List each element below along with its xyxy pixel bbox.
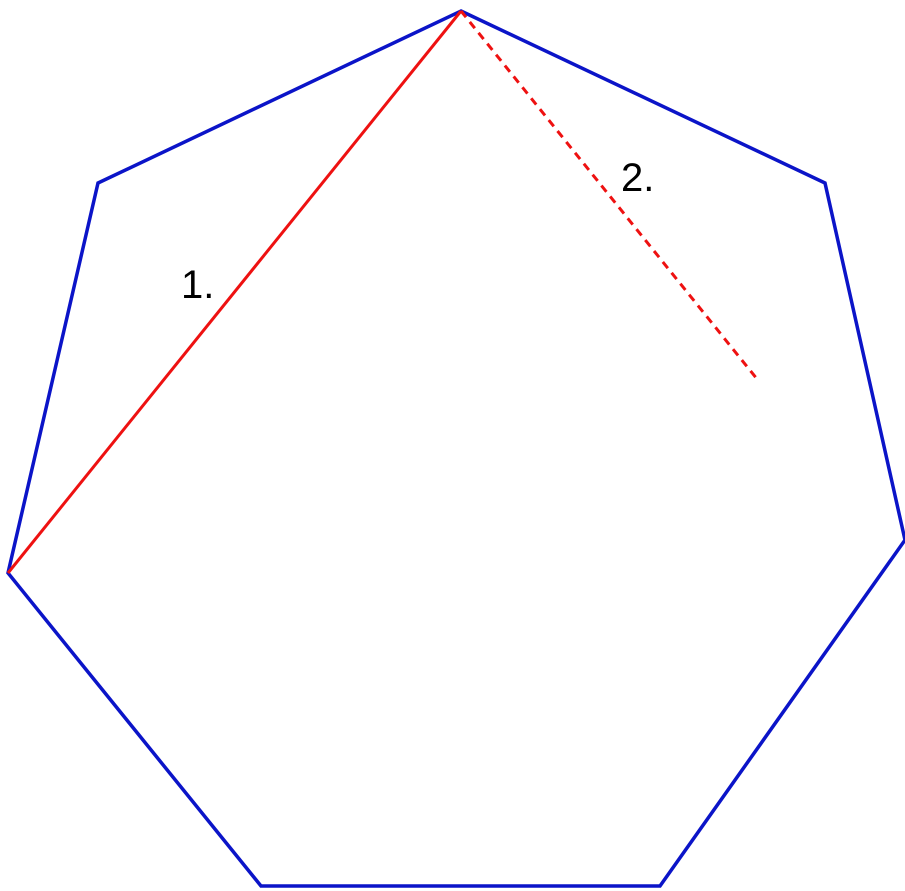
diagonal-2-dashed-line [459,10,759,380]
label-diagonal-2: 2. [621,156,654,200]
heptagon-outline [6,9,905,888]
label-diagonal-1: 1. [181,263,214,307]
diagonal-1-solid-line [6,10,463,574]
